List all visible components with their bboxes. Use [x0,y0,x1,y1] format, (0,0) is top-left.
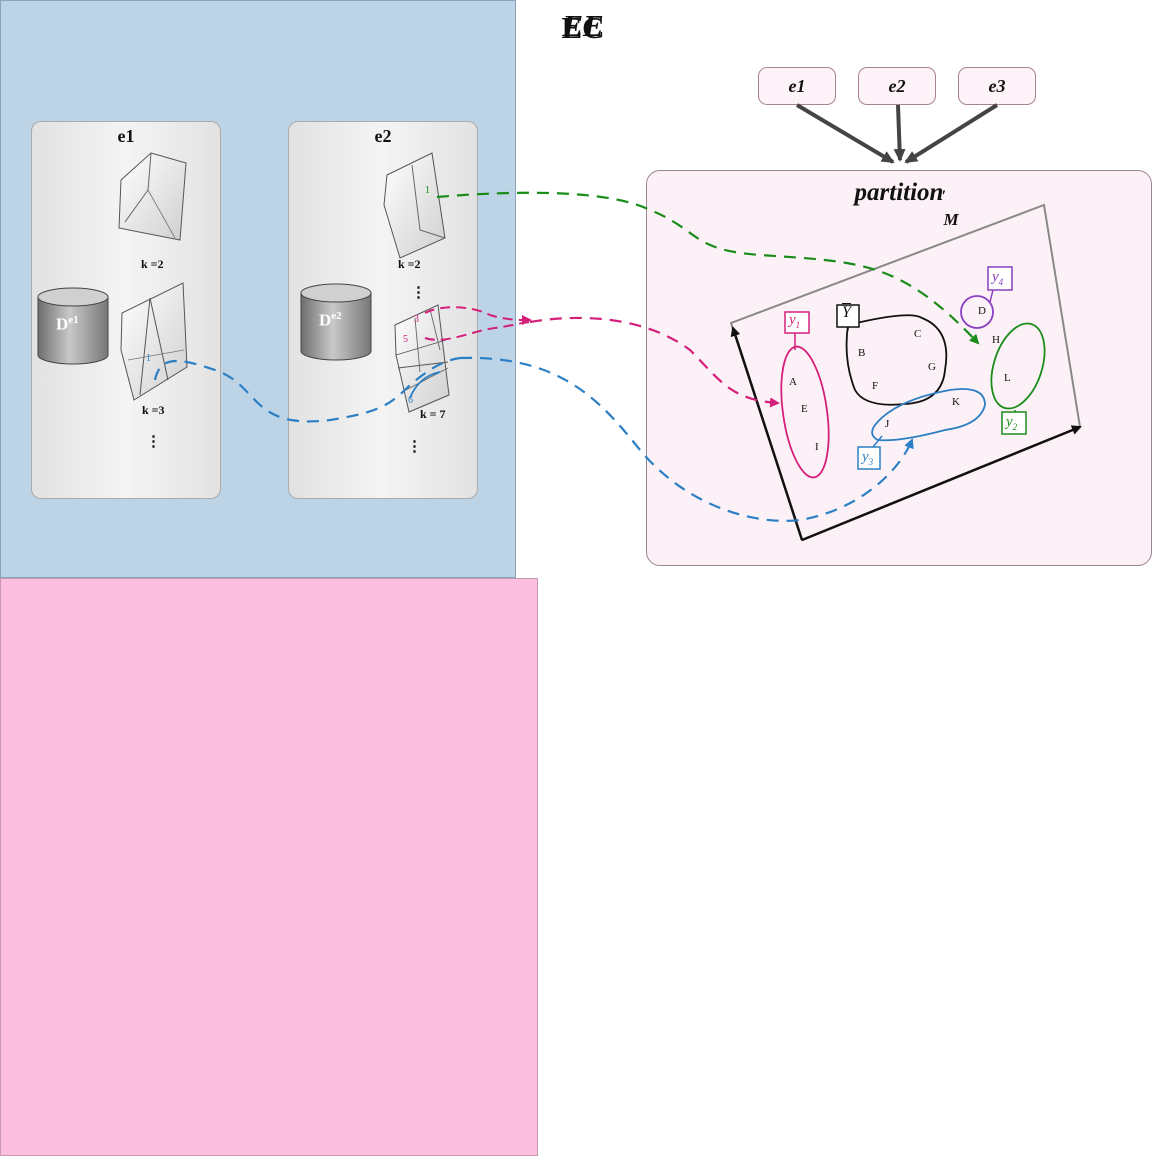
ee-title: EE [562,8,604,43]
ee-input-e3: e3 [958,67,1036,105]
ee-input-e1: e1 [758,67,836,105]
cluster-y2 [990,322,1046,435]
partition-frame [729,203,1082,542]
database-e2 [300,283,372,361]
point-C: C [914,328,922,340]
point-K: K [952,396,960,408]
label-ybar: Y [842,304,851,321]
e2-dots-mid: ⋮ [411,285,426,301]
point-A: A [789,376,797,388]
e1-dots: ⋮ [146,434,161,450]
point-F: F [872,380,879,392]
flow-green [436,191,980,345]
e1-sheet-bottom [120,282,188,401]
e2-region-3: 3 [414,314,419,325]
database-e1 [37,287,109,365]
point-E: E [801,403,808,415]
flow-blue-6 [409,371,441,399]
partition-title-base: partition [854,179,944,206]
e2-dots-bottom: ⋮ [407,439,422,455]
e2-sheet-top [383,152,446,259]
partition-title: partition′ M [647,179,1151,229]
e2-region-1: 1 [425,185,430,196]
ee-input-e2: e2 [858,67,936,105]
cluster-y1 [780,311,830,479]
flow-magenta [529,316,780,408]
cluster-y3 [857,388,986,470]
ee-panel: EE [0,8,604,1156]
point-D: D [978,305,986,317]
e2-k-bottom: k = 7 [420,407,446,421]
db-e1-label: De1 [56,314,79,334]
db-e2-label: De2 [319,310,342,330]
point-L: L [1004,372,1011,384]
flow-blue [459,356,914,522]
cluster-y4 [960,266,1013,329]
flow-magenta-5 [424,321,531,341]
label-y4: y4 [992,269,1004,287]
e2-k-top: k =2 [398,257,421,271]
e2-region-5: 5 [403,334,408,345]
input-arrows [795,103,999,164]
e1-title: e1 [117,126,135,146]
partition-title-sub: M [943,210,959,229]
arrow-e2-partition [893,104,906,162]
arrow-e3-partition [904,103,999,164]
point-I: I [815,441,819,453]
e1-k-top: k =2 [141,257,164,271]
arrow-e1-partition [795,103,895,164]
point-B: B [858,347,866,359]
flow-blue-1 [153,356,461,423]
diagram-canvas [37,103,1082,542]
cluster-ybar [836,304,948,406]
e1-sheet-top [118,152,187,241]
ec-title: EC [561,10,605,45]
partition-title-prime: ′ [941,188,946,205]
e2-sheet-bottom [394,304,450,413]
point-J: J [885,418,890,430]
e2-title: e2 [374,126,392,146]
flow-magenta-3 [424,306,532,325]
label-y1: y1 [789,312,801,330]
point-H: H [992,334,1000,346]
e1-region-1: 1 [146,353,151,364]
label-y3: y3 [862,449,874,467]
e1-k-bottom: k =3 [142,403,165,417]
e2-region-6: 6 [408,395,413,406]
label-y2: y2 [1006,414,1018,432]
point-G: G [928,361,936,373]
